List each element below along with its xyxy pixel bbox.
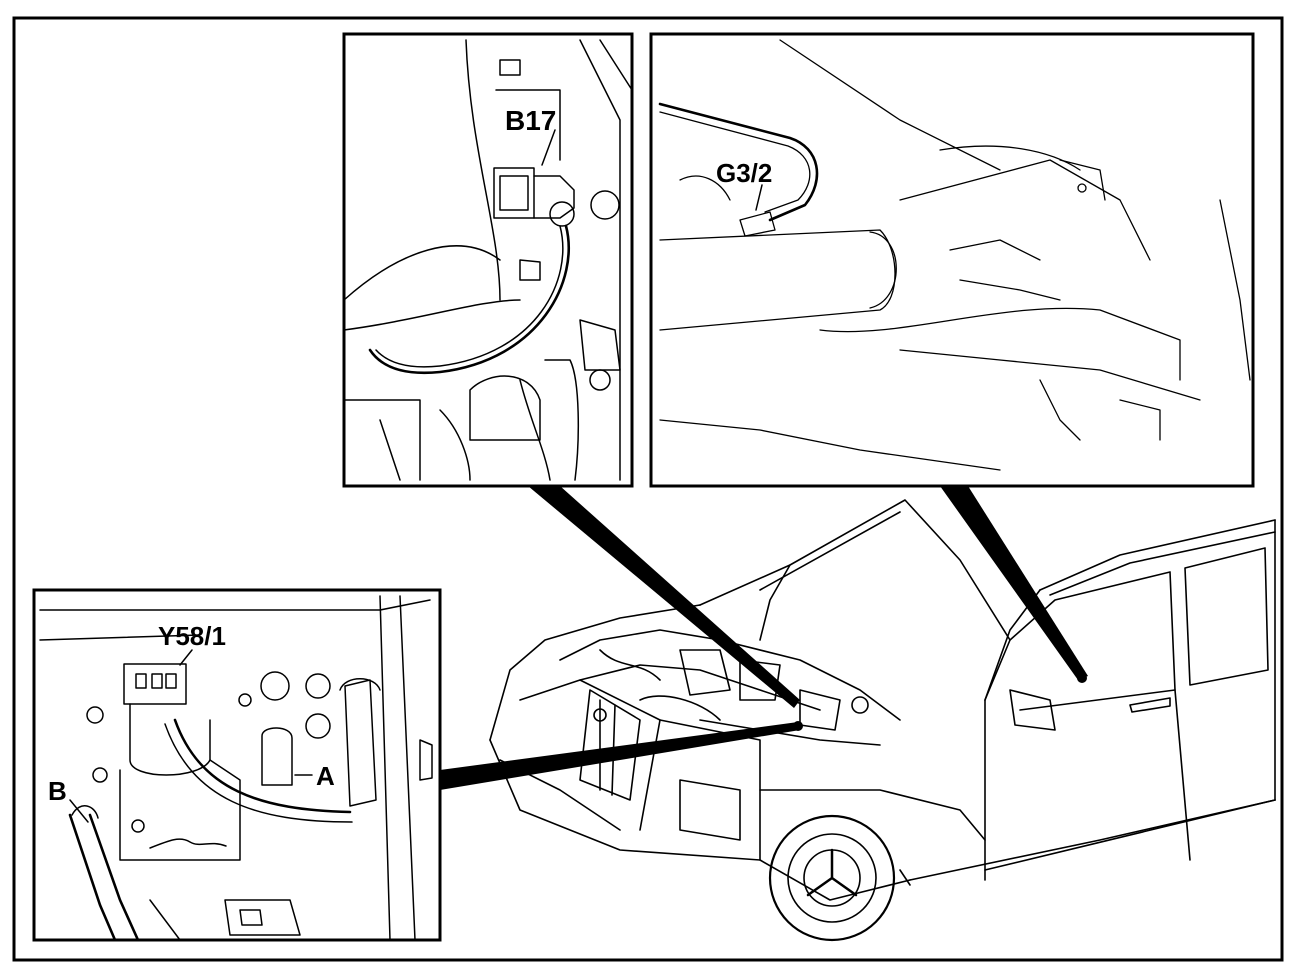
inset-b17-drawing: [343, 39, 633, 481]
inset-g32-frame: [649, 32, 1255, 488]
inset-b17: B17: [342, 32, 634, 488]
pointer-g32: [940, 486, 1088, 680]
b-leader-line: [69, 799, 89, 823]
label-b: B: [48, 776, 67, 806]
inset-y581: Y58/1 A B: [32, 588, 442, 942]
inset-y581-drawing: [39, 595, 433, 942]
target-dot-door: [1077, 673, 1087, 683]
inset-g32-drawing: [658, 39, 1251, 471]
inset-y581-frame: [32, 588, 442, 942]
y581-leader-line: [179, 649, 193, 666]
inset-g32: G3/2: [649, 32, 1255, 488]
b17-leader-line: [541, 129, 556, 166]
inset-b17-frame: [342, 32, 634, 488]
g32-leader-line: [755, 184, 763, 211]
pointer-b17: [528, 486, 800, 708]
label-a: A: [316, 761, 335, 791]
pointer-y581: [440, 722, 800, 790]
label-y581: Y58/1: [158, 621, 226, 651]
label-g32: G3/2: [716, 158, 772, 188]
label-b17: B17: [505, 105, 556, 136]
target-dot-engine: [793, 721, 803, 731]
